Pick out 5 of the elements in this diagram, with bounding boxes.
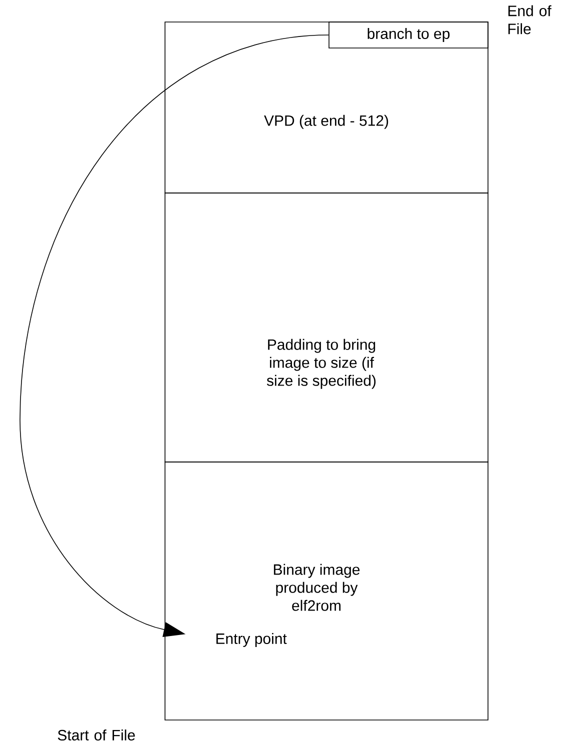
entry-point-text: Entry point bbox=[216, 633, 287, 647]
branch-box: branch to ep bbox=[328, 22, 488, 48]
end-label: End of File bbox=[508, 5, 552, 34]
section-box: Padding to bring image to size (if size is specified) bbox=[164, 192, 488, 462]
start-label: Start of File bbox=[58, 729, 135, 740]
